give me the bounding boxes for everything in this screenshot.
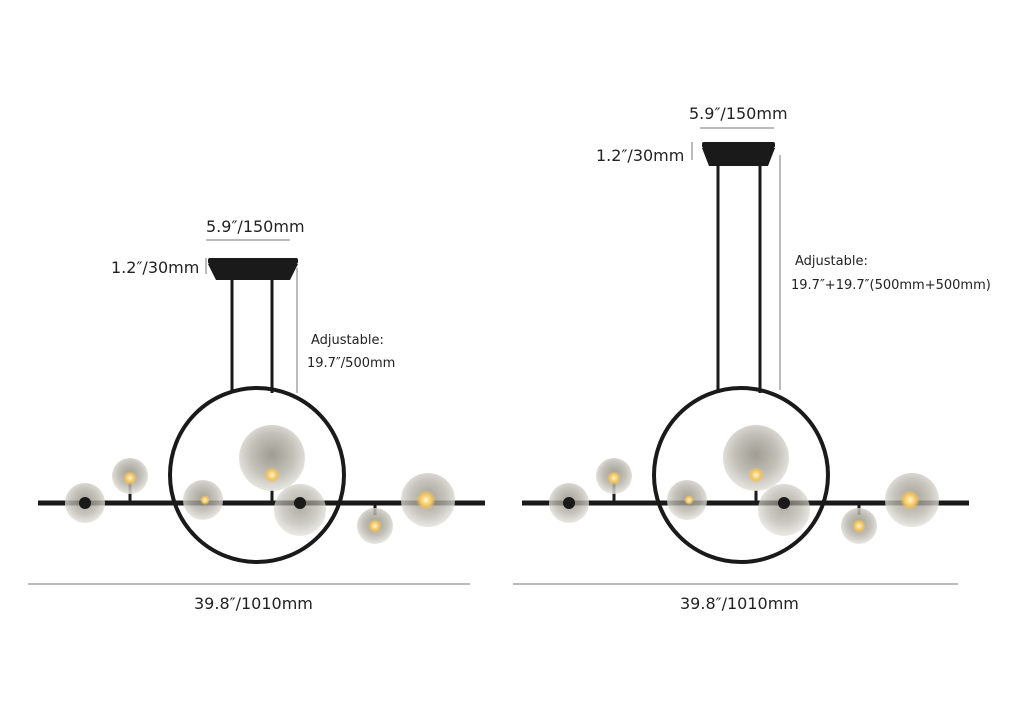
left-canopy <box>208 258 298 264</box>
right-canopy-width: 5.9″/150mm <box>689 104 788 123</box>
left-canopy-width: 5.9″/150mm <box>206 217 305 236</box>
left-adjustable-value: 19.7″/500mm <box>307 356 396 371</box>
right-adjustable-label: Adjustable: <box>795 254 868 269</box>
left-total-width: 39.8″/1010mm <box>194 594 313 613</box>
left-adjustable-label: Adjustable: <box>311 333 384 348</box>
right-canopy <box>702 142 775 148</box>
right-total-width: 39.8″/1010mm <box>680 594 799 613</box>
right-adjustable-value: 19.7″+19.7″(500mm+500mm) <box>791 278 991 293</box>
left-fixture <box>28 239 485 585</box>
right-canopy-height: 1.2″/30mm <box>596 146 685 165</box>
right-fixture <box>513 127 969 585</box>
left-canopy-height: 1.2″/30mm <box>111 258 200 277</box>
